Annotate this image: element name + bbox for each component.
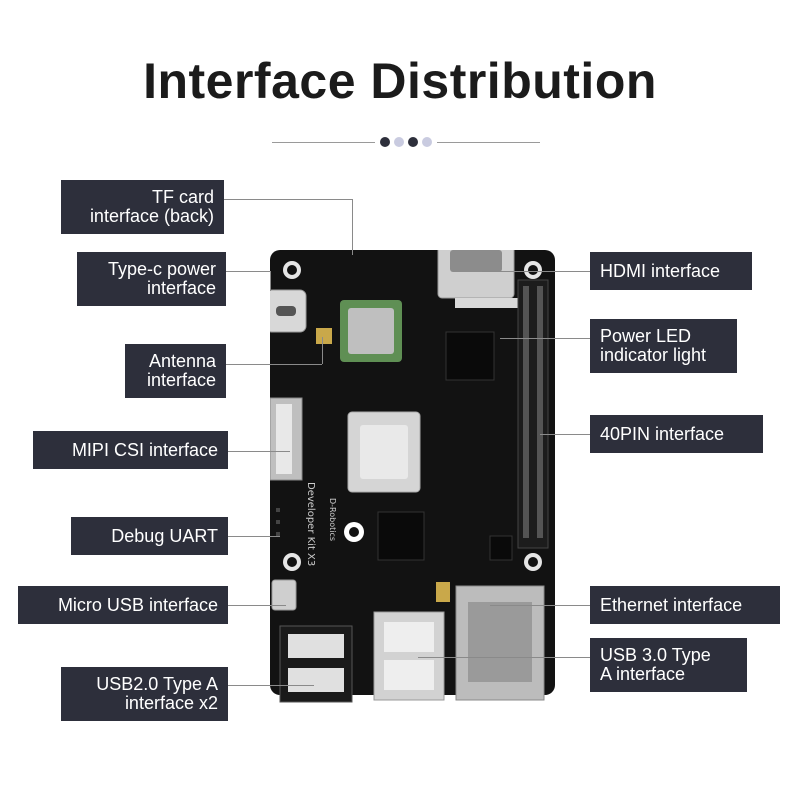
divider-right xyxy=(437,142,540,143)
debug-uart-pins xyxy=(276,508,280,536)
page-title: Interface Distribution xyxy=(143,53,657,109)
leader-line xyxy=(352,199,353,255)
label-usb3: USB 3.0 Type A interface xyxy=(590,638,747,692)
antenna-connector xyxy=(316,328,332,344)
leader-line xyxy=(322,337,323,364)
label-tf-card: TF card interface (back) xyxy=(61,180,224,234)
label-ethernet: Ethernet interface xyxy=(590,586,780,624)
leader-line xyxy=(228,685,314,686)
developer-kit-board: Developer Kit X3 D-Robotics xyxy=(270,250,555,703)
leader-line xyxy=(228,605,286,606)
leader-line xyxy=(226,364,322,365)
silk-text: Developer Kit X3 xyxy=(305,482,316,566)
label-antenna: Antenna interface xyxy=(125,344,226,398)
leader-line xyxy=(270,271,271,291)
leader-line xyxy=(490,605,590,606)
leader-line xyxy=(228,536,280,537)
leader-line xyxy=(540,434,590,435)
label-hdmi: HDMI interface xyxy=(590,252,752,290)
silk-logo: D-Robotics xyxy=(328,498,337,541)
divider-left xyxy=(272,142,375,143)
divider-dot xyxy=(380,137,390,147)
label-usb2: USB2.0 Type A interface x2 xyxy=(61,667,228,721)
label-micro-usb: Micro USB interface xyxy=(18,586,228,624)
leader-line xyxy=(482,271,590,272)
label-40pin: 40PIN interface xyxy=(590,415,763,453)
leader-line xyxy=(228,451,290,452)
leader-line xyxy=(500,338,590,339)
chip xyxy=(445,331,495,381)
divider-dot xyxy=(408,137,418,147)
micro-usb-port xyxy=(271,579,297,611)
divider-dot xyxy=(422,137,432,147)
label-power-led: Power LED indicator light xyxy=(590,319,737,373)
leader-line xyxy=(224,199,352,200)
label-debug-uart: Debug UART xyxy=(71,517,228,555)
memory-chip xyxy=(377,511,425,561)
leader-line xyxy=(226,271,270,272)
label-type-c: Type-c power interface xyxy=(77,252,226,306)
40pin-header xyxy=(517,279,549,549)
label-mipi-csi: MIPI CSI interface xyxy=(33,431,228,469)
leader-line xyxy=(418,657,590,658)
divider-dot xyxy=(394,137,404,147)
